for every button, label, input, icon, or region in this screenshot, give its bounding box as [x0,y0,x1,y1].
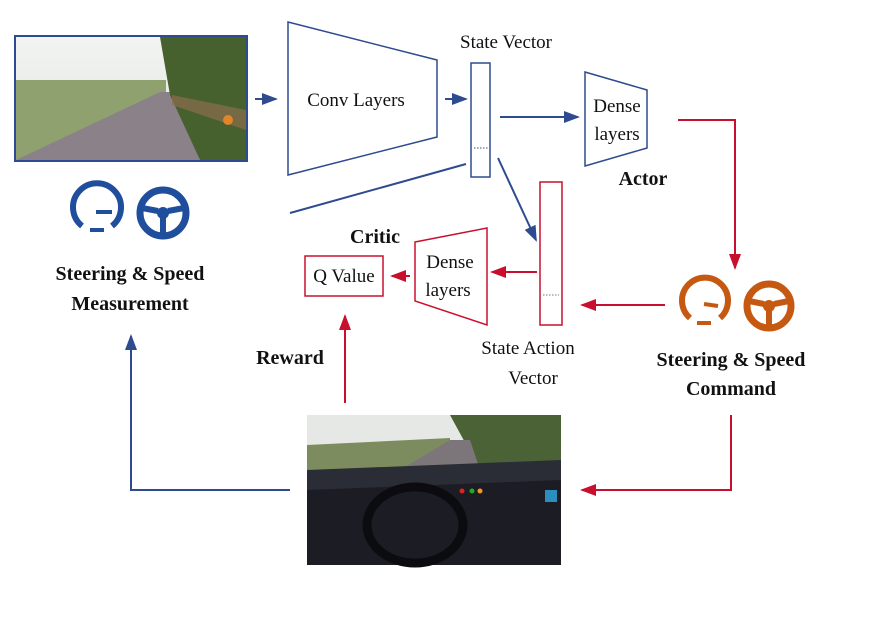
steering-wheel-icon-command [743,280,795,332]
speedometer-icon-command [679,274,731,325]
state-action-label-2: Vector [508,368,558,389]
critic-dense-label-2: layers [425,280,470,301]
state-vector-block [470,62,491,178]
actor-dense-label-1: Dense [593,96,640,117]
actor-dense-label-2: layers [594,124,639,145]
critic-dense-block [414,227,488,327]
actor-label: Actor [619,168,668,190]
arrow-command-to-env [580,415,732,496]
measurement-label-2: Measurement [71,293,189,315]
q-value-box [304,255,384,297]
reward-label: Reward [256,347,324,369]
conv-layers-block [287,21,438,176]
arrow-state-to-state-action [497,157,537,242]
q-value-label: Q Value [313,266,374,287]
conv-layers-label: Conv Layers [307,90,405,111]
state-vector-label: State Vector [460,32,553,53]
command-label-1: Steering & Speed [657,349,806,371]
road-camera-image [14,35,248,162]
speedometer-icon [70,180,124,232]
arrow-env-to-measurement [125,334,290,491]
arrow-actor-to-command [678,119,741,270]
measurement-label-1: Steering & Speed [56,263,205,285]
measurement-to-state-line [289,163,467,214]
steering-wheel-icon [136,186,190,240]
state-action-vector-block [539,181,563,326]
actor-dense-block [584,71,648,167]
critic-dense-label-1: Dense [426,252,473,273]
command-label-2: Command [686,378,776,400]
state-action-label-1: State Action [481,338,575,359]
critic-label: Critic [350,226,400,248]
cockpit-camera-image [307,415,561,568]
